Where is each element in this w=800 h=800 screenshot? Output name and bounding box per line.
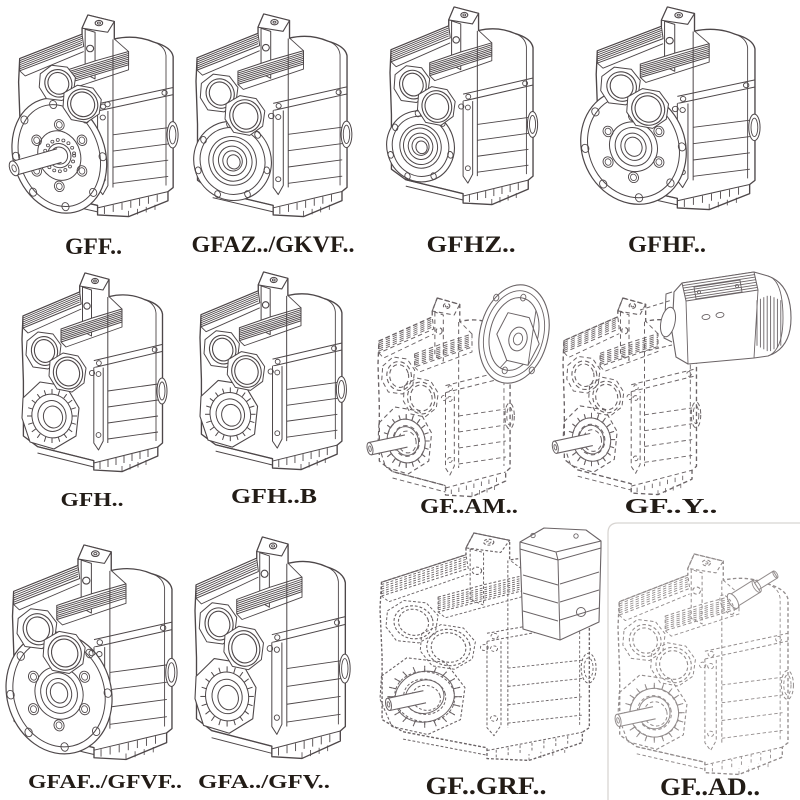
- svg-text:GF..GRF..: GF..GRF..: [426, 771, 547, 800]
- svg-text:GFF..: GFF..: [65, 234, 122, 259]
- svg-text:GF..Y..: GF..Y..: [625, 494, 718, 518]
- svg-text:GFAZ../GKVF..: GFAZ../GKVF..: [192, 232, 355, 257]
- svg-text:GFH..: GFH..: [61, 489, 124, 511]
- svg-text:GFA../GFV..: GFA../GFV..: [198, 771, 330, 793]
- svg-text:GF..AD..: GF..AD..: [660, 774, 760, 800]
- svg-text:GFAF../GFVF..: GFAF../GFVF..: [28, 771, 182, 793]
- svg-text:GFHZ..: GFHZ..: [427, 232, 516, 257]
- svg-text:GFH..B: GFH..B: [231, 484, 317, 508]
- svg-text:GF..AM..: GF..AM..: [420, 494, 518, 518]
- svg-text:GFHF..: GFHF..: [628, 232, 706, 257]
